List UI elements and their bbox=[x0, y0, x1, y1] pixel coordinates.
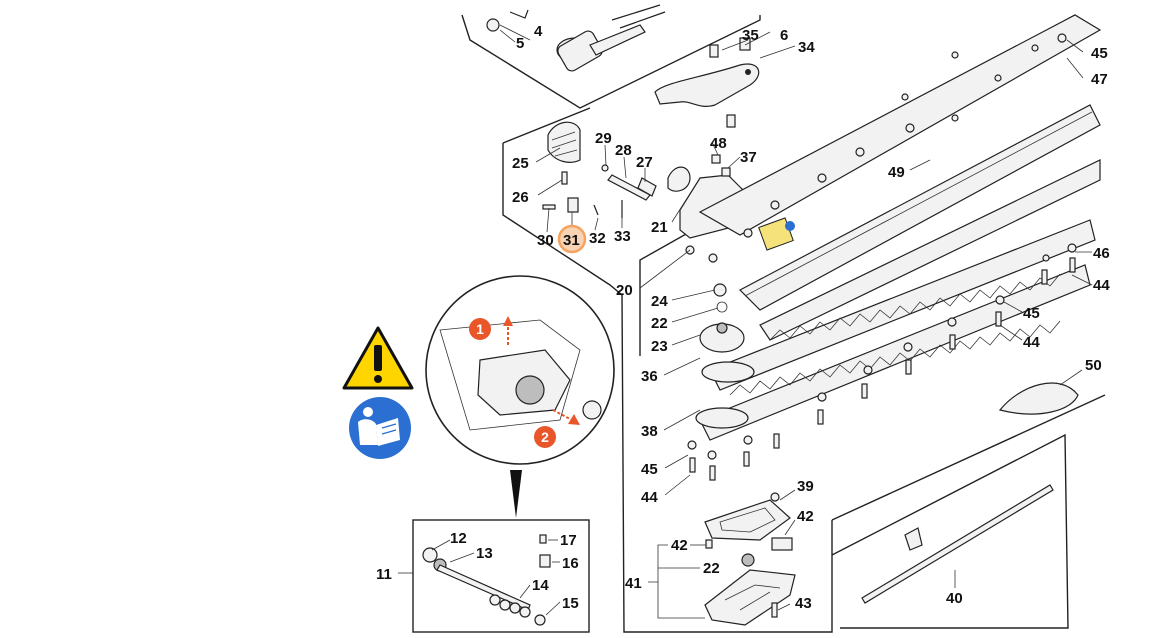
callout-28: 28 bbox=[615, 142, 632, 159]
callout-49: 49 bbox=[888, 164, 905, 181]
callout-23: 23 bbox=[651, 338, 668, 355]
callout-17: 17 bbox=[560, 532, 577, 549]
callout-45-c: 45 bbox=[641, 461, 658, 478]
inset-11-parts bbox=[422, 534, 551, 626]
inset-detail bbox=[439, 316, 602, 431]
callout-45: 45 bbox=[1091, 45, 1108, 62]
callout-41: 41 bbox=[625, 575, 642, 592]
callout-46: 46 bbox=[1093, 245, 1110, 262]
callout-37: 37 bbox=[740, 149, 757, 166]
callout-36: 36 bbox=[641, 368, 658, 385]
callout-6: 6 bbox=[780, 27, 788, 44]
callout-12: 12 bbox=[450, 530, 467, 547]
callout-40: 40 bbox=[946, 590, 963, 607]
callout-14: 14 bbox=[532, 577, 549, 594]
callout-34: 34 bbox=[798, 39, 815, 56]
inset-steps: 1 2 bbox=[469, 318, 556, 448]
callout-47: 47 bbox=[1091, 71, 1108, 88]
callout-48: 48 bbox=[710, 135, 727, 152]
callout-44-b: 44 bbox=[1023, 334, 1040, 351]
warning-triangle-icon bbox=[342, 326, 414, 390]
callout-15: 15 bbox=[562, 595, 579, 612]
callout-39: 39 bbox=[797, 478, 814, 495]
callout-44-c: 44 bbox=[641, 489, 658, 506]
bottom-parts bbox=[704, 484, 1054, 626]
callout-44-a: 44 bbox=[1093, 277, 1110, 294]
callout-11: 11 bbox=[376, 566, 392, 583]
callout-42-b: 42 bbox=[671, 537, 688, 554]
callout-30: 30 bbox=[537, 232, 554, 249]
callout-4: 4 bbox=[534, 23, 543, 40]
callouts: 4 5 6 35 34 45 47 25 29 28 27 48 37 26 2… bbox=[376, 23, 1110, 612]
callout-26: 26 bbox=[512, 189, 529, 206]
step-2-label: 2 bbox=[541, 429, 549, 445]
callout-27: 27 bbox=[636, 154, 653, 171]
callout-16: 16 bbox=[562, 555, 579, 572]
callout-31: 31 bbox=[563, 232, 580, 249]
callout-45-b: 45 bbox=[1023, 305, 1040, 322]
callout-5: 5 bbox=[516, 35, 524, 52]
callout-22-a: 22 bbox=[651, 315, 668, 332]
handle-parts bbox=[486, 4, 760, 128]
callout-35: 35 bbox=[742, 27, 759, 44]
callout-25: 25 bbox=[512, 155, 529, 172]
callout-24: 24 bbox=[651, 293, 668, 310]
highlight-ring bbox=[557, 224, 587, 254]
callout-32: 32 bbox=[589, 230, 606, 247]
callout-22-b: 22 bbox=[703, 560, 720, 577]
callout-29: 29 bbox=[595, 130, 612, 147]
callout-20: 20 bbox=[616, 282, 633, 299]
callout-21: 21 bbox=[651, 219, 668, 236]
step-1-label: 1 bbox=[476, 321, 484, 337]
callout-38: 38 bbox=[641, 423, 658, 440]
leader-lines bbox=[398, 24, 1093, 619]
callout-33: 33 bbox=[614, 228, 631, 245]
fasteners bbox=[685, 33, 1077, 481]
callout-13: 13 bbox=[476, 545, 493, 562]
blade-assembly bbox=[695, 14, 1102, 441]
callout-50: 50 bbox=[1085, 357, 1102, 374]
callout-43: 43 bbox=[795, 595, 812, 612]
callout-42-a: 42 bbox=[797, 508, 814, 525]
read-manual-icon bbox=[349, 397, 411, 459]
